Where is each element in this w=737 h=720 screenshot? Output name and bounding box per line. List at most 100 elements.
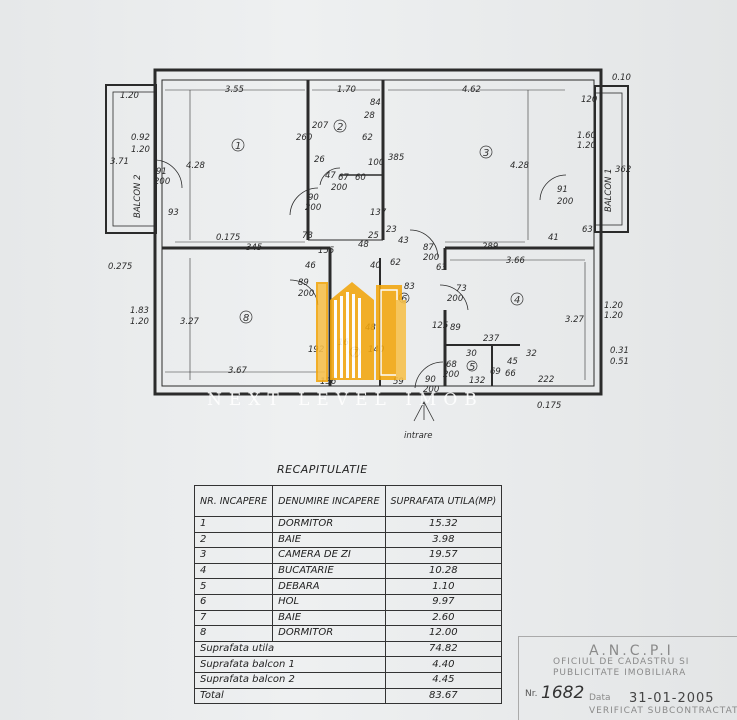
stamp-agency: A.N.C.P.I <box>589 643 674 659</box>
dim-label: 0.175 <box>216 233 240 243</box>
dim-label: 0.51 <box>610 357 629 367</box>
row-name: DEBARA <box>272 578 386 595</box>
recap-title: RECAPITULATIE <box>277 463 368 476</box>
dim-label: 222 <box>538 375 554 385</box>
row-nr: 6 <box>193 593 274 611</box>
row-area: 3.98 <box>384 531 503 549</box>
row-area: 9.97 <box>384 593 503 611</box>
stamp-date-value: 31-01-2005 <box>629 691 715 706</box>
dim-label: 87 <box>423 243 434 253</box>
dim-label: 1.83 <box>130 306 149 316</box>
floor-plan-drawing: 1 2 3 4 5 6 7 8 1.20 3.55 1.70 4.62 0.10… <box>105 68 631 441</box>
dim-label: 3.27 <box>180 317 200 327</box>
dim-label: 200 <box>443 370 459 380</box>
row-name: DORMITOR <box>272 516 386 533</box>
dim-label: 0.175 <box>537 401 561 411</box>
dim-label: 0.10 <box>612 73 631 83</box>
dim-label: 3.66 <box>506 256 526 266</box>
table-header-row: NR. INCAPERE DENUMIRE INCAPERE SUPRAFATA… <box>193 485 503 517</box>
total-label: Suprafata balcon 1 <box>194 656 386 673</box>
dim-label: 237 <box>483 334 500 344</box>
dim-label: 59 <box>393 377 404 387</box>
stamp-line-1: OFICIUL DE CADASTRU SI <box>553 657 690 667</box>
dim-label: 100 <box>368 158 384 168</box>
door-swings <box>155 159 567 389</box>
header-denumire: DENUMIRE INCAPERE <box>272 485 386 517</box>
dim-label: 362 <box>615 165 631 175</box>
dim-label: 23 <box>386 225 397 235</box>
dim-label: 89 <box>450 323 461 333</box>
dim-label: 93 <box>168 208 179 218</box>
row-area: 2.60 <box>384 609 503 627</box>
dim-label: 30 <box>466 349 477 359</box>
room-3-number: 3 <box>483 148 489 159</box>
dim-label: 89 <box>298 278 309 288</box>
row-name: CAMERA DE ZI <box>272 547 386 564</box>
dim-label: 260 <box>296 133 312 143</box>
row-nr: 5 <box>193 578 274 595</box>
room-6-number: 6 <box>401 294 407 305</box>
dim-label: 200 <box>557 197 573 207</box>
dim-label: 45 <box>507 357 518 367</box>
dim-label: 62 <box>390 258 401 268</box>
dim-label: 28 <box>364 111 375 121</box>
dim-label: 25 <box>368 231 379 241</box>
row-area: 1.10 <box>384 578 503 595</box>
dim-label: 3.55 <box>225 85 244 95</box>
dim-label: 200 <box>423 385 439 395</box>
room-8-number: 8 <box>243 313 249 324</box>
dim-label: 200 <box>305 203 321 213</box>
recap-table: NR. INCAPERE DENUMIRE INCAPERE SUPRAFATA… <box>193 485 503 705</box>
row-area: 15.32 <box>384 516 503 533</box>
dim-label: 40 <box>370 261 381 271</box>
stamp-nr-label: Nr. <box>525 689 538 699</box>
dim-label: 84 <box>370 98 381 108</box>
dim-label: 1.20 <box>130 317 149 327</box>
entrance-label: intrare <box>404 431 433 441</box>
room-2-number: 2 <box>337 122 343 133</box>
dim-label: 3.27 <box>565 315 585 325</box>
dim-label: 289 <box>482 242 498 252</box>
dim-label: 200 <box>154 177 170 187</box>
dim-label: 3.71 <box>110 157 129 167</box>
balcon-1-label: BALCON 1 <box>604 169 614 212</box>
entrance-arrow-icon <box>413 401 435 422</box>
total-label: Suprafata balcon 2 <box>194 671 386 689</box>
dim-label: 1.20 <box>604 311 623 321</box>
dim-label: 66 <box>505 369 516 379</box>
dim-label: 345 <box>246 243 262 253</box>
dim-label: 62 <box>362 133 373 143</box>
dim-label: 48 <box>358 240 369 250</box>
dim-label: 4.62 <box>462 85 481 95</box>
dim-label: 1.20 <box>120 91 139 101</box>
total-label: Suprafata utila <box>194 640 386 658</box>
dim-label: 125 <box>432 321 448 331</box>
dim-label: 200 <box>423 253 439 263</box>
dim-label: 83 <box>404 282 415 292</box>
dim-label: 67 <box>338 173 349 183</box>
dim-label: 0.275 <box>108 262 132 272</box>
total-value: 4.40 <box>384 656 503 673</box>
row-name: DORMITOR <box>272 625 386 642</box>
room-5-number: 5 <box>469 362 475 373</box>
logo-watermark-icon <box>316 282 406 382</box>
total-label: Total <box>194 687 386 705</box>
stamp-date-label: Data <box>589 693 611 703</box>
dim-label: 26 <box>314 155 325 165</box>
dim-label: 1.20 <box>131 145 150 155</box>
dim-label: 200 <box>447 294 463 304</box>
dimension-lines <box>165 89 586 380</box>
total-value: 83.67 <box>384 687 503 705</box>
dim-label: 90 <box>425 375 436 385</box>
row-nr: 7 <box>193 609 274 627</box>
row-nr: 4 <box>193 562 274 580</box>
